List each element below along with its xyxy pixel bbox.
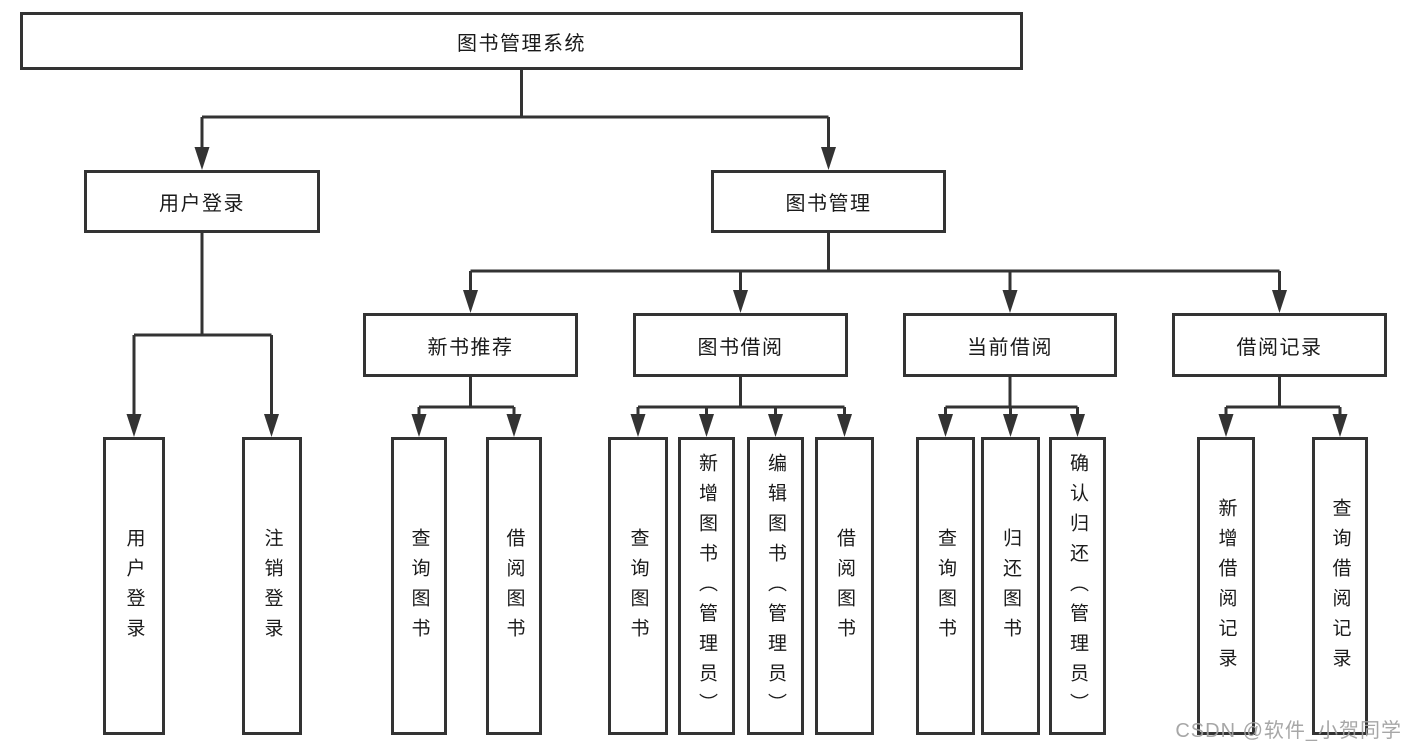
leaf-user-login: 用户登录 — [103, 437, 165, 735]
leaf-return-books: 归还图书 — [981, 437, 1040, 735]
connector-recommend-children — [417, 377, 516, 422]
leaf-query-borrow-record: 查询借阅记录 — [1312, 437, 1368, 735]
connector-bookmgmt-level3 — [469, 233, 1281, 295]
leaf-add-borrow-record: 新增借阅记录 — [1197, 437, 1255, 735]
node-borrow-records: 借阅记录 — [1172, 313, 1387, 377]
leaf-confirm-return-admin: 确认归还（管理员） — [1049, 437, 1106, 735]
leaf-query-books-current: 查询图书 — [916, 437, 975, 735]
leaf-borrow-books-recommend: 借阅图书 — [486, 437, 542, 735]
leaf-borrow-books: 借阅图书 — [815, 437, 874, 735]
connector-userlogin-children — [132, 233, 273, 420]
connector-root-to-level2 — [200, 70, 830, 150]
connector-borrow-children — [636, 377, 846, 422]
node-book-borrow: 图书借阅 — [633, 313, 848, 377]
node-book-management: 图书管理 — [711, 170, 946, 233]
leaf-edit-books-admin: 编辑图书（管理员） — [747, 437, 804, 735]
node-current-borrow: 当前借阅 — [903, 313, 1117, 377]
node-library-system: 图书管理系统 — [20, 12, 1023, 70]
node-user-login: 用户登录 — [84, 170, 320, 233]
arrowheads — [126, 147, 1348, 437]
leaf-query-books-recommend: 查询图书 — [391, 437, 447, 735]
leaf-query-books-borrow: 查询图书 — [608, 437, 668, 735]
csdn-watermark: CSDN @软件_小贺同学 — [1175, 720, 1402, 742]
node-new-book-recommend: 新书推荐 — [363, 313, 578, 377]
leaf-add-books-admin: 新增图书（管理员） — [678, 437, 735, 735]
connector-records-children — [1224, 377, 1342, 422]
leaf-logout-login: 注销登录 — [242, 437, 302, 735]
